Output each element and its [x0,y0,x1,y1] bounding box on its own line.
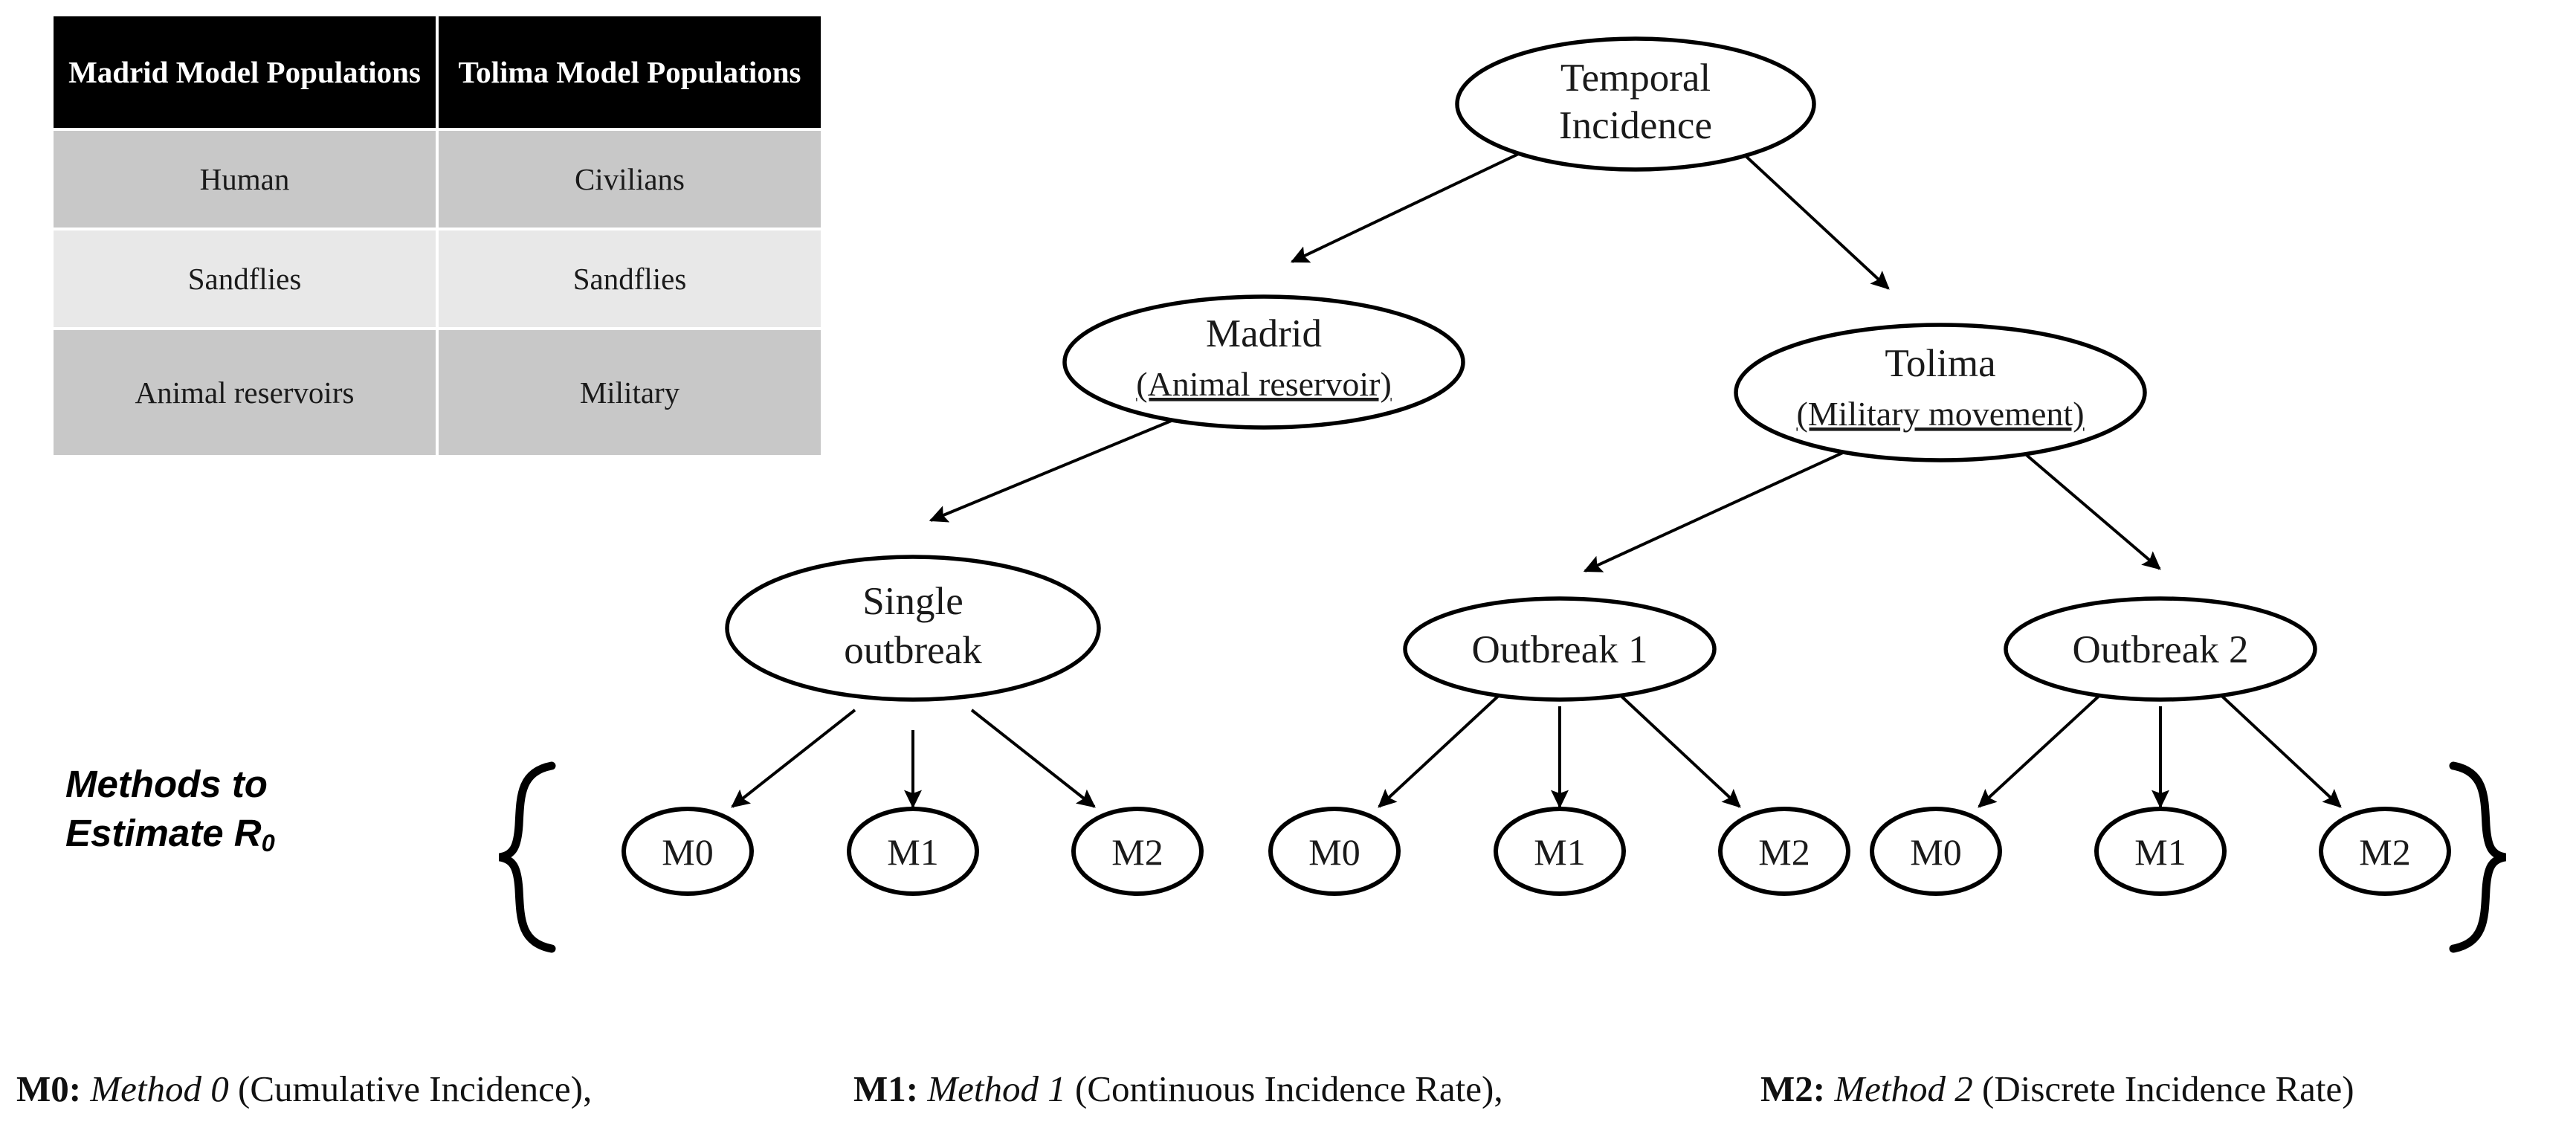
leaf-node-ob2-m0-shape [1870,807,2002,896]
node-outbreak-2-shape [2004,596,2317,702]
leaf-node-single-m1-label: M1 [887,831,938,873]
node-single-outbreak-line1: Single [862,580,963,623]
legend-item-m1: M1: Method 1 (Continuous Incidence Rate)… [853,1068,1503,1110]
node-temporal-incidence-line1: Temporal [1560,57,1711,100]
node-madrid-line1: Madrid [1206,312,1322,355]
node-outbreak-1[interactable]: Outbreak 1 [1403,596,1717,702]
leaf-node-ob2-m2-label: M2 [2359,831,2410,873]
edge-ob2-to-m0 [1978,690,2105,808]
table-header-madrid: Madrid Model Populations [54,16,436,128]
node-madrid[interactable]: Madrid (Animal reservoir) [1062,294,1465,430]
edges-outbreak1-leaves [1378,690,1741,809]
edge-tolima-to-outbreak2 [2006,437,2161,570]
legend-m2-desc: (Discrete Incidence Rate) [1982,1068,2354,1109]
node-temporal-incidence[interactable]: Temporal Incidence [1455,36,1816,172]
node-tolima-shape [1734,323,2147,462]
table-row: Sandflies Sandflies [54,230,821,327]
edges-level2 [929,415,2161,572]
legend-m2-key: M2: [1760,1068,1826,1109]
legend-m2-method: Method 2 [1834,1068,1973,1109]
edge-tolima-to-outbreak1 [1583,437,1874,572]
leaf-node-ob1-m2-shape [1718,807,1850,896]
legend-m0-key: M0: [16,1068,82,1109]
edge-ob1-to-m0 [1378,690,1505,808]
leaf-node-ob1-m2[interactable]: M2 [1718,807,1850,896]
node-tolima-line2: (Military movement) [1796,395,2084,433]
leaf-node-ob1-m0-label: M0 [1308,831,1360,873]
edge-single-to-m0 [731,709,856,808]
left-brace [498,761,556,953]
edge-root-to-madrid [1290,142,1541,263]
node-outbreak-1-label: Outbreak 1 [1472,628,1648,671]
leaf-node-ob2-m2[interactable]: M2 [2319,807,2451,896]
leaf-node-ob2-m0-label: M0 [1910,831,1961,873]
node-madrid-line2: (Animal reservoir) [1136,365,1392,403]
leaf-node-ob1-m1[interactable]: M1 [1494,807,1626,896]
node-single-outbreak-line2: outbreak [844,629,982,672]
node-single-outbreak[interactable]: Single outbreak [725,555,1101,702]
edges-outbreak2-leaves [1978,690,2342,809]
leaf-node-single-m2-label: M2 [1111,831,1163,873]
legend-item-m0: M0: Method 0 (Cumulative Incidence), [16,1068,592,1110]
methods-label-line2: Estimate R [65,812,262,855]
legend-item-m2: M2: Method 2 (Discrete Incidence Rate) [1760,1068,2354,1110]
table-cell-tolima-2: Sandflies [439,230,821,327]
table-row: Human Civilians [54,131,821,228]
leaf-node-single-m0[interactable]: M0 [622,807,754,896]
leaf-node-ob2-m1[interactable]: M1 [2094,807,2227,896]
node-outbreak-1-shape [1403,596,1717,702]
methods-label-subscript: 0 [261,829,275,857]
methods-to-estimate-label: Methods to Estimate R0 [65,760,393,859]
edges-single-outbreak-leaves [731,709,1096,809]
populations-table: Madrid Model Populations Tolima Model Po… [51,13,824,458]
tree-diagram: Temporal Incidence Madrid (Animal reserv… [498,36,2507,953]
leaf-node-single-m2[interactable]: M2 [1071,807,1204,896]
leaf-node-ob2-m0[interactable]: M0 [1870,807,2002,896]
table-cell-tolima-3: Military [439,330,821,455]
methods-legend: M0: Method 0 (Cumulative Incidence), M1:… [0,1068,2576,1127]
leaf-node-ob2-m1-label: M1 [2134,831,2186,873]
right-brace [2449,761,2507,953]
leaf-node-ob1-m0[interactable]: M0 [1268,807,1401,896]
table-cell-madrid-2: Sandflies [54,230,436,327]
methods-label-line1: Methods to [65,763,268,805]
edge-root-to-tolima [1731,142,1890,290]
leaf-node-ob2-m1-shape [2094,807,2227,896]
leaf-node-single-m0-label: M0 [662,831,713,873]
edge-ob1-to-m2 [1615,690,1741,808]
legend-m1-desc: (Continuous Incidence Rate), [1075,1068,1503,1109]
node-temporal-incidence-line2: Incidence [1559,104,1712,147]
table-header-tolima: Tolima Model Populations [439,16,821,128]
legend-m1-key: M1: [853,1068,919,1109]
legend-m0-method: Method 0 [90,1068,229,1109]
node-single-outbreak-shape [725,555,1101,702]
leaf-node-ob1-m0-shape [1268,807,1401,896]
leaf-node-single-m0-shape [622,807,754,896]
node-outbreak-2-label: Outbreak 2 [2073,628,2249,671]
leaf-node-single-m2-shape [1071,807,1204,896]
edge-madrid-to-single-outbreak [929,415,1183,523]
node-madrid-shape [1062,294,1465,430]
leaf-node-single-m1[interactable]: M1 [847,807,979,896]
legend-m1-method: Method 1 [927,1068,1066,1109]
table-header-row: Madrid Model Populations Tolima Model Po… [54,16,821,128]
node-tolima[interactable]: Tolima (Military movement) [1734,323,2147,462]
edge-ob2-to-m2 [2215,690,2342,808]
leaf-node-single-m1-shape [847,807,979,896]
node-tolima-line1: Tolima [1885,342,1995,385]
table-cell-madrid-1: Human [54,131,436,228]
edge-single-to-m2 [970,709,1096,808]
leaf-node-ob1-m1-label: M1 [1534,831,1585,873]
table-cell-madrid-3: Animal reservoirs [54,330,436,455]
leaf-node-ob2-m2-shape [2319,807,2451,896]
node-temporal-incidence-shape [1455,36,1816,172]
edges-level1 [1290,142,1890,290]
leaf-node-ob1-m2-label: M2 [1758,831,1810,873]
table-row: Animal reservoirs Military [54,330,821,455]
table-cell-tolima-1: Civilians [439,131,821,228]
node-outbreak-2[interactable]: Outbreak 2 [2004,596,2317,702]
legend-m0-desc: (Cumulative Incidence), [238,1068,593,1109]
leaf-node-ob1-m1-shape [1494,807,1626,896]
